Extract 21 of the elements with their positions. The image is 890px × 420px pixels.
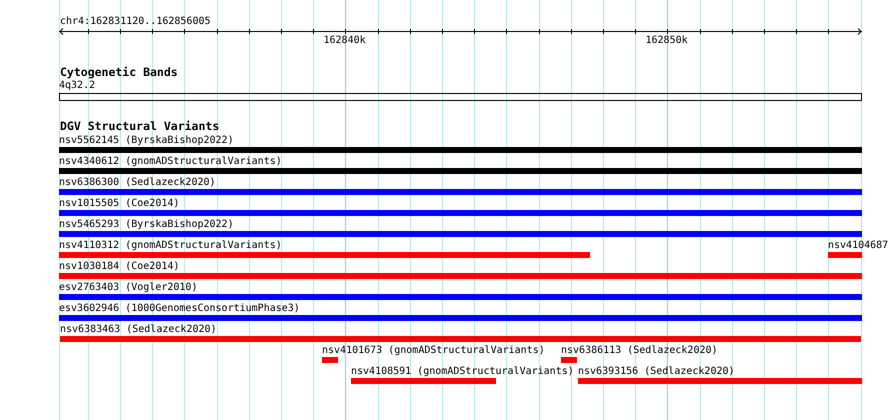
location-label: chr4:162831120..162856005 <box>60 16 211 27</box>
variant-label: esv3602946 (1000GenomesConsortiumPhase3) <box>59 303 300 314</box>
tick-label: 162840k <box>324 35 366 46</box>
variant-label: nsv1030184 (Coe2014) <box>59 261 180 272</box>
track-title: Cytogenetic Bands <box>60 66 178 79</box>
variant-label: nsv5465293 (ByrskaBishop2022) <box>59 219 234 230</box>
variant-label: nsv4101673 (gnomADStructuralVariants) <box>322 345 545 356</box>
track-title: DGV Structural Variants <box>60 120 220 133</box>
variant-label: nsv6383463 (Sedlazeck2020) <box>60 324 217 335</box>
variant-label: nsv5562145 (ByrskaBishop2022) <box>59 135 234 146</box>
variant-label: esv2763403 (Vogler2010) <box>59 282 198 293</box>
band-label: 4q32.2 <box>59 80 96 91</box>
variant-label: nsv6386300 (Sedlazeck2020) <box>59 177 216 188</box>
variant-label: nsv6386113 (Sedlazeck2020) <box>561 345 718 356</box>
variant-label: nsv6393156 (Sedlazeck2020) <box>578 366 735 377</box>
variant-label: nsv4108591 (gnomADStructuralVariants) <box>351 366 574 377</box>
variant-label: nsv4104687 <box>828 240 888 251</box>
variant-label: nsv4110312 (gnomADStructuralVariants) <box>59 240 282 251</box>
tick-label: 162850k <box>646 35 688 46</box>
variant-label: nsv1015505 (Coe2014) <box>59 198 180 209</box>
variant-label: nsv4340612 (gnomADStructuralVariants) <box>59 156 282 167</box>
